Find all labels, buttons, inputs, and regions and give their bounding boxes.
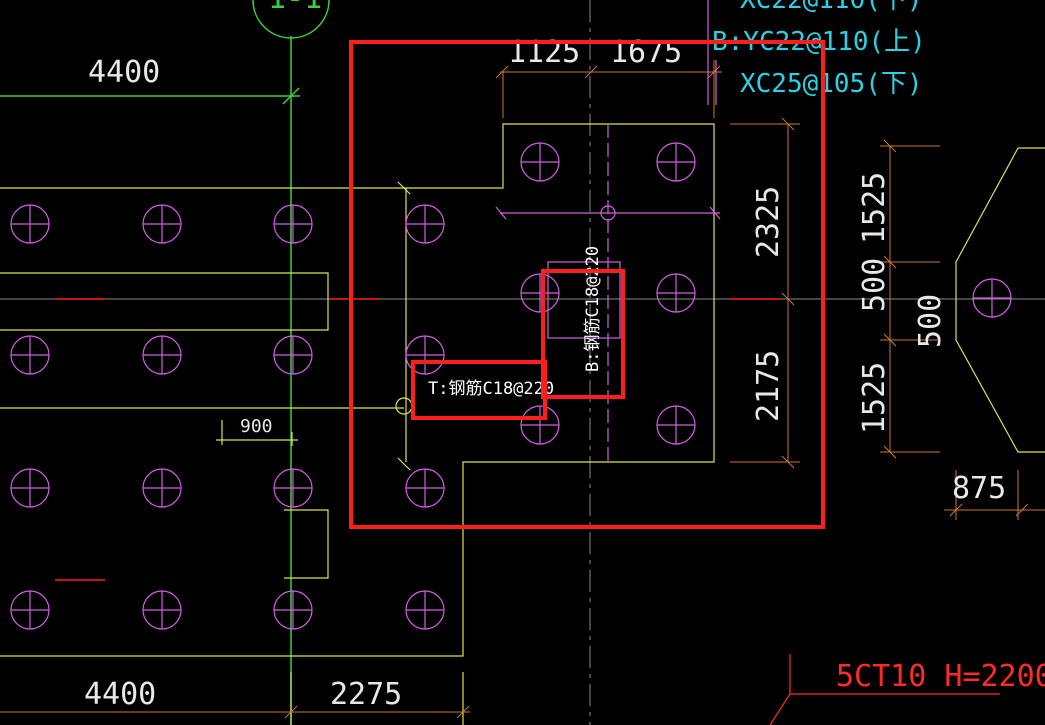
- dim-bottom-right: 875: [952, 471, 1006, 506]
- dim-tick: [781, 117, 795, 131]
- pile-symbol: [972, 278, 1012, 318]
- left-beam-side: [284, 509, 329, 579]
- dim-bottom-mid: 2275: [330, 677, 402, 712]
- pile-symbol: [520, 142, 560, 182]
- dim-top-left: 4400: [88, 55, 160, 90]
- dim-tick: [781, 455, 795, 469]
- pile-symbol: [273, 204, 313, 244]
- dim-right-upper: 2325: [751, 186, 786, 258]
- dim-right-lower: 2175: [751, 350, 786, 422]
- dim-tick: [584, 65, 598, 79]
- pile-symbol: [142, 468, 182, 508]
- rebar-note-top: XC22@110(下): [740, 0, 923, 15]
- pile-symbol: [142, 590, 182, 630]
- pile-symbol: [142, 335, 182, 375]
- pile-symbol: [656, 142, 696, 182]
- small-yellow-circle: [395, 397, 413, 415]
- pile-label-leader: [769, 654, 1000, 725]
- rebar-tick: [709, 206, 721, 220]
- pile-symbol: [656, 405, 696, 445]
- dim-tick: [883, 333, 897, 347]
- column-outline: [547, 261, 621, 339]
- dim-tick: [883, 445, 897, 459]
- highlight-vertical-note: [541, 269, 625, 399]
- dim-far-right-top: 1525: [857, 172, 892, 244]
- pile-symbol: [656, 273, 696, 313]
- dim-tick-green: [282, 87, 300, 105]
- foundation-outlines: [0, 123, 1045, 725]
- grid-bubble: [252, 0, 330, 39]
- pile-symbol: [273, 468, 313, 508]
- dim-far-right-mid: 500: [857, 258, 892, 312]
- pile-symbol: [520, 405, 560, 445]
- dim-far-right-bottom: 1525: [857, 362, 892, 434]
- rebar-note-c: XC25@105(下): [740, 69, 923, 99]
- pile-symbol: [273, 590, 313, 630]
- pile-symbol: [405, 335, 445, 375]
- grid-bubble-label: 1-1: [268, 0, 322, 16]
- pile-symbol: [10, 204, 50, 244]
- dim-tick: [456, 705, 470, 719]
- pile-symbol: [405, 468, 445, 508]
- piles: [10, 142, 1012, 630]
- annotation-horizontal: T:钢筋C18@220: [428, 379, 554, 399]
- pile-symbol: [142, 204, 182, 244]
- yellow-tick: [397, 181, 411, 195]
- dim-tick: [495, 65, 509, 79]
- pile-symbol: [10, 590, 50, 630]
- dimension-lines: [0, 60, 1045, 719]
- dim-tick: [284, 705, 298, 719]
- pile-symbol: [520, 273, 560, 313]
- pile-label: 5CT10 H=2200: [836, 659, 1045, 694]
- pile-label-underline: [769, 693, 1000, 725]
- left-strip-upper: [0, 123, 715, 657]
- highlight-main: [349, 40, 825, 529]
- left-beam-upper: [0, 272, 329, 331]
- dim-far-right-mid-b: 500: [913, 294, 948, 348]
- yellow-tick: [397, 457, 411, 471]
- dim-tick: [883, 139, 897, 153]
- dim-tick: [883, 255, 897, 269]
- pile-symbol: [10, 468, 50, 508]
- rebar-lines: [495, 0, 721, 462]
- highlight-boxes: [349, 40, 825, 529]
- pile-symbol: [273, 335, 313, 375]
- pile-symbol: [10, 335, 50, 375]
- dim-bottom-left: 4400: [84, 677, 156, 712]
- dim-left-small: 900: [240, 416, 273, 437]
- dim-tick: [781, 292, 795, 306]
- rebar-tick: [495, 206, 507, 220]
- grid-axis: [0, 0, 330, 725]
- pile-symbol: [405, 204, 445, 244]
- axis-red-dashes: [55, 298, 780, 581]
- pile-symbol: [405, 590, 445, 630]
- right-pile-cap-edge: [955, 147, 1045, 453]
- annotation-vertical: B:钢筋C18@220: [583, 246, 603, 372]
